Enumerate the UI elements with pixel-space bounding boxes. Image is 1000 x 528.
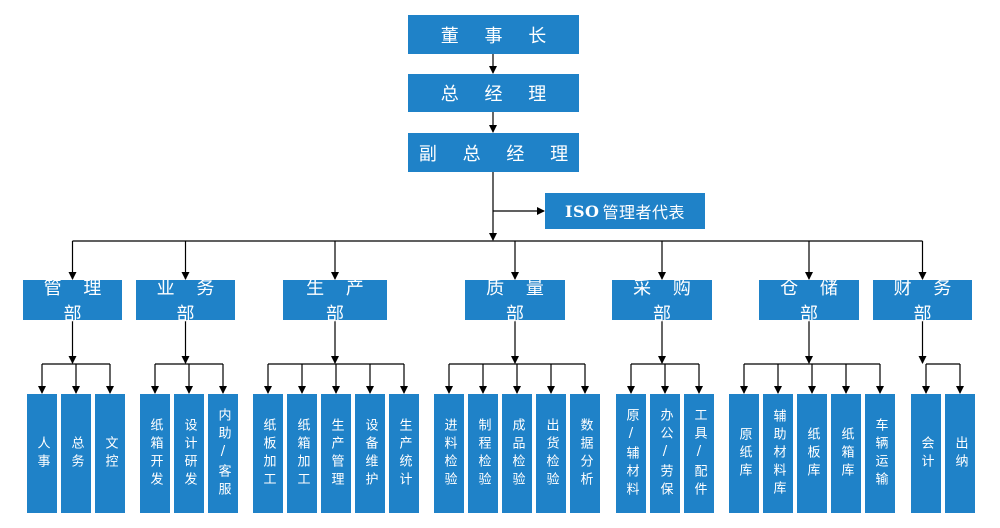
unit-label: 制程检验	[475, 417, 491, 490]
unit-label: 文控	[102, 435, 118, 472]
unit-label: 纸板库	[804, 426, 820, 481]
unit-box: 成品检验	[502, 394, 532, 513]
unit-box: 纸箱开发	[140, 394, 170, 513]
unit-label: 纸箱开发	[147, 417, 163, 490]
unit-label: 纸箱加工	[294, 417, 310, 490]
unit-label: 设备维护	[362, 417, 378, 490]
unit-box: 纸箱加工	[287, 394, 317, 513]
iso-prefix: ISO	[565, 201, 600, 221]
unit-label: 人事	[34, 435, 50, 472]
unit-box: 车辆运输	[865, 394, 895, 513]
unit-box: 生产管理	[321, 394, 351, 513]
chairman-box: 董 事 长	[408, 15, 579, 54]
unit-box: 出纳	[945, 394, 975, 513]
general-manager-box: 总 经 理	[408, 74, 579, 112]
unit-box: 办公/劳保	[650, 394, 680, 513]
unit-label: 出纳	[952, 435, 968, 472]
unit-label: 纸箱库	[838, 426, 854, 481]
unit-box: 数据分析	[570, 394, 600, 513]
unit-label: 生产管理	[328, 417, 344, 490]
unit-box: 纸板库	[797, 394, 827, 513]
unit-label: 原纸库	[736, 426, 752, 481]
unit-label: 会计	[918, 435, 934, 472]
unit-label: 生产统计	[396, 417, 412, 490]
unit-label: 工具/配件	[691, 407, 707, 500]
department-box: 管 理 部	[23, 278, 122, 325]
unit-box: 会计	[911, 394, 941, 513]
unit-box: 纸板加工	[253, 394, 283, 513]
iso-label: 管理者代表	[602, 203, 685, 222]
unit-box: 生产统计	[389, 394, 419, 513]
department-label: 业 务 部	[156, 278, 223, 325]
unit-label: 车辆运输	[872, 417, 888, 490]
unit-box: 辅助材料库	[763, 394, 793, 513]
iso-management-rep-box: ISO 管理者代表	[545, 193, 705, 229]
department-label: 管 理 部	[43, 278, 110, 325]
department-box: 财 务 部	[873, 278, 972, 325]
unit-label: 办公/劳保	[657, 407, 673, 500]
department-label: 仓 储 部	[780, 278, 846, 325]
unit-box: 设备维护	[355, 394, 385, 513]
deputy-general-manager-label: 副 总 经 理	[418, 143, 579, 165]
unit-box: 进料检验	[434, 394, 464, 513]
unit-box: 文控	[95, 394, 125, 513]
unit-box: 纸箱库	[831, 394, 861, 513]
unit-box: 总务	[61, 394, 91, 513]
unit-label: 辅助材料库	[770, 408, 786, 499]
department-box: 质 量 部	[465, 278, 565, 325]
department-box: 采 购 部	[612, 278, 712, 325]
unit-box: 原纸库	[729, 394, 759, 513]
unit-label: 数据分析	[577, 417, 593, 490]
department-label: 生 产 部	[306, 278, 372, 325]
department-label: 财 务 部	[893, 278, 960, 325]
department-box: 仓 储 部	[759, 278, 859, 325]
unit-label: 原/辅材料	[623, 407, 639, 500]
unit-box: 制程检验	[468, 394, 498, 513]
unit-label: 出货检验	[543, 417, 559, 490]
unit-box: 工具/配件	[684, 394, 714, 513]
unit-box: 设计研发	[174, 394, 204, 513]
unit-label: 成品检验	[509, 417, 525, 490]
department-box: 生 产 部	[283, 278, 387, 325]
unit-box: 内助/客服	[208, 394, 238, 513]
department-label: 采 购 部	[633, 278, 699, 325]
unit-label: 总务	[68, 435, 84, 472]
chairman-label: 董 事 长	[440, 25, 557, 47]
unit-box: 出货检验	[536, 394, 566, 513]
unit-label: 设计研发	[181, 417, 197, 490]
general-manager-label: 总 经 理	[440, 84, 557, 105]
unit-box: 原/辅材料	[616, 394, 646, 513]
unit-label: 纸板加工	[260, 417, 276, 490]
department-box: 业 务 部	[136, 278, 235, 325]
unit-box: 人事	[27, 394, 57, 513]
unit-label: 进料检验	[441, 417, 457, 490]
deputy-general-manager-box: 副 总 经 理	[408, 133, 579, 172]
department-label: 质 量 部	[486, 278, 552, 325]
unit-label: 内助/客服	[215, 407, 231, 500]
